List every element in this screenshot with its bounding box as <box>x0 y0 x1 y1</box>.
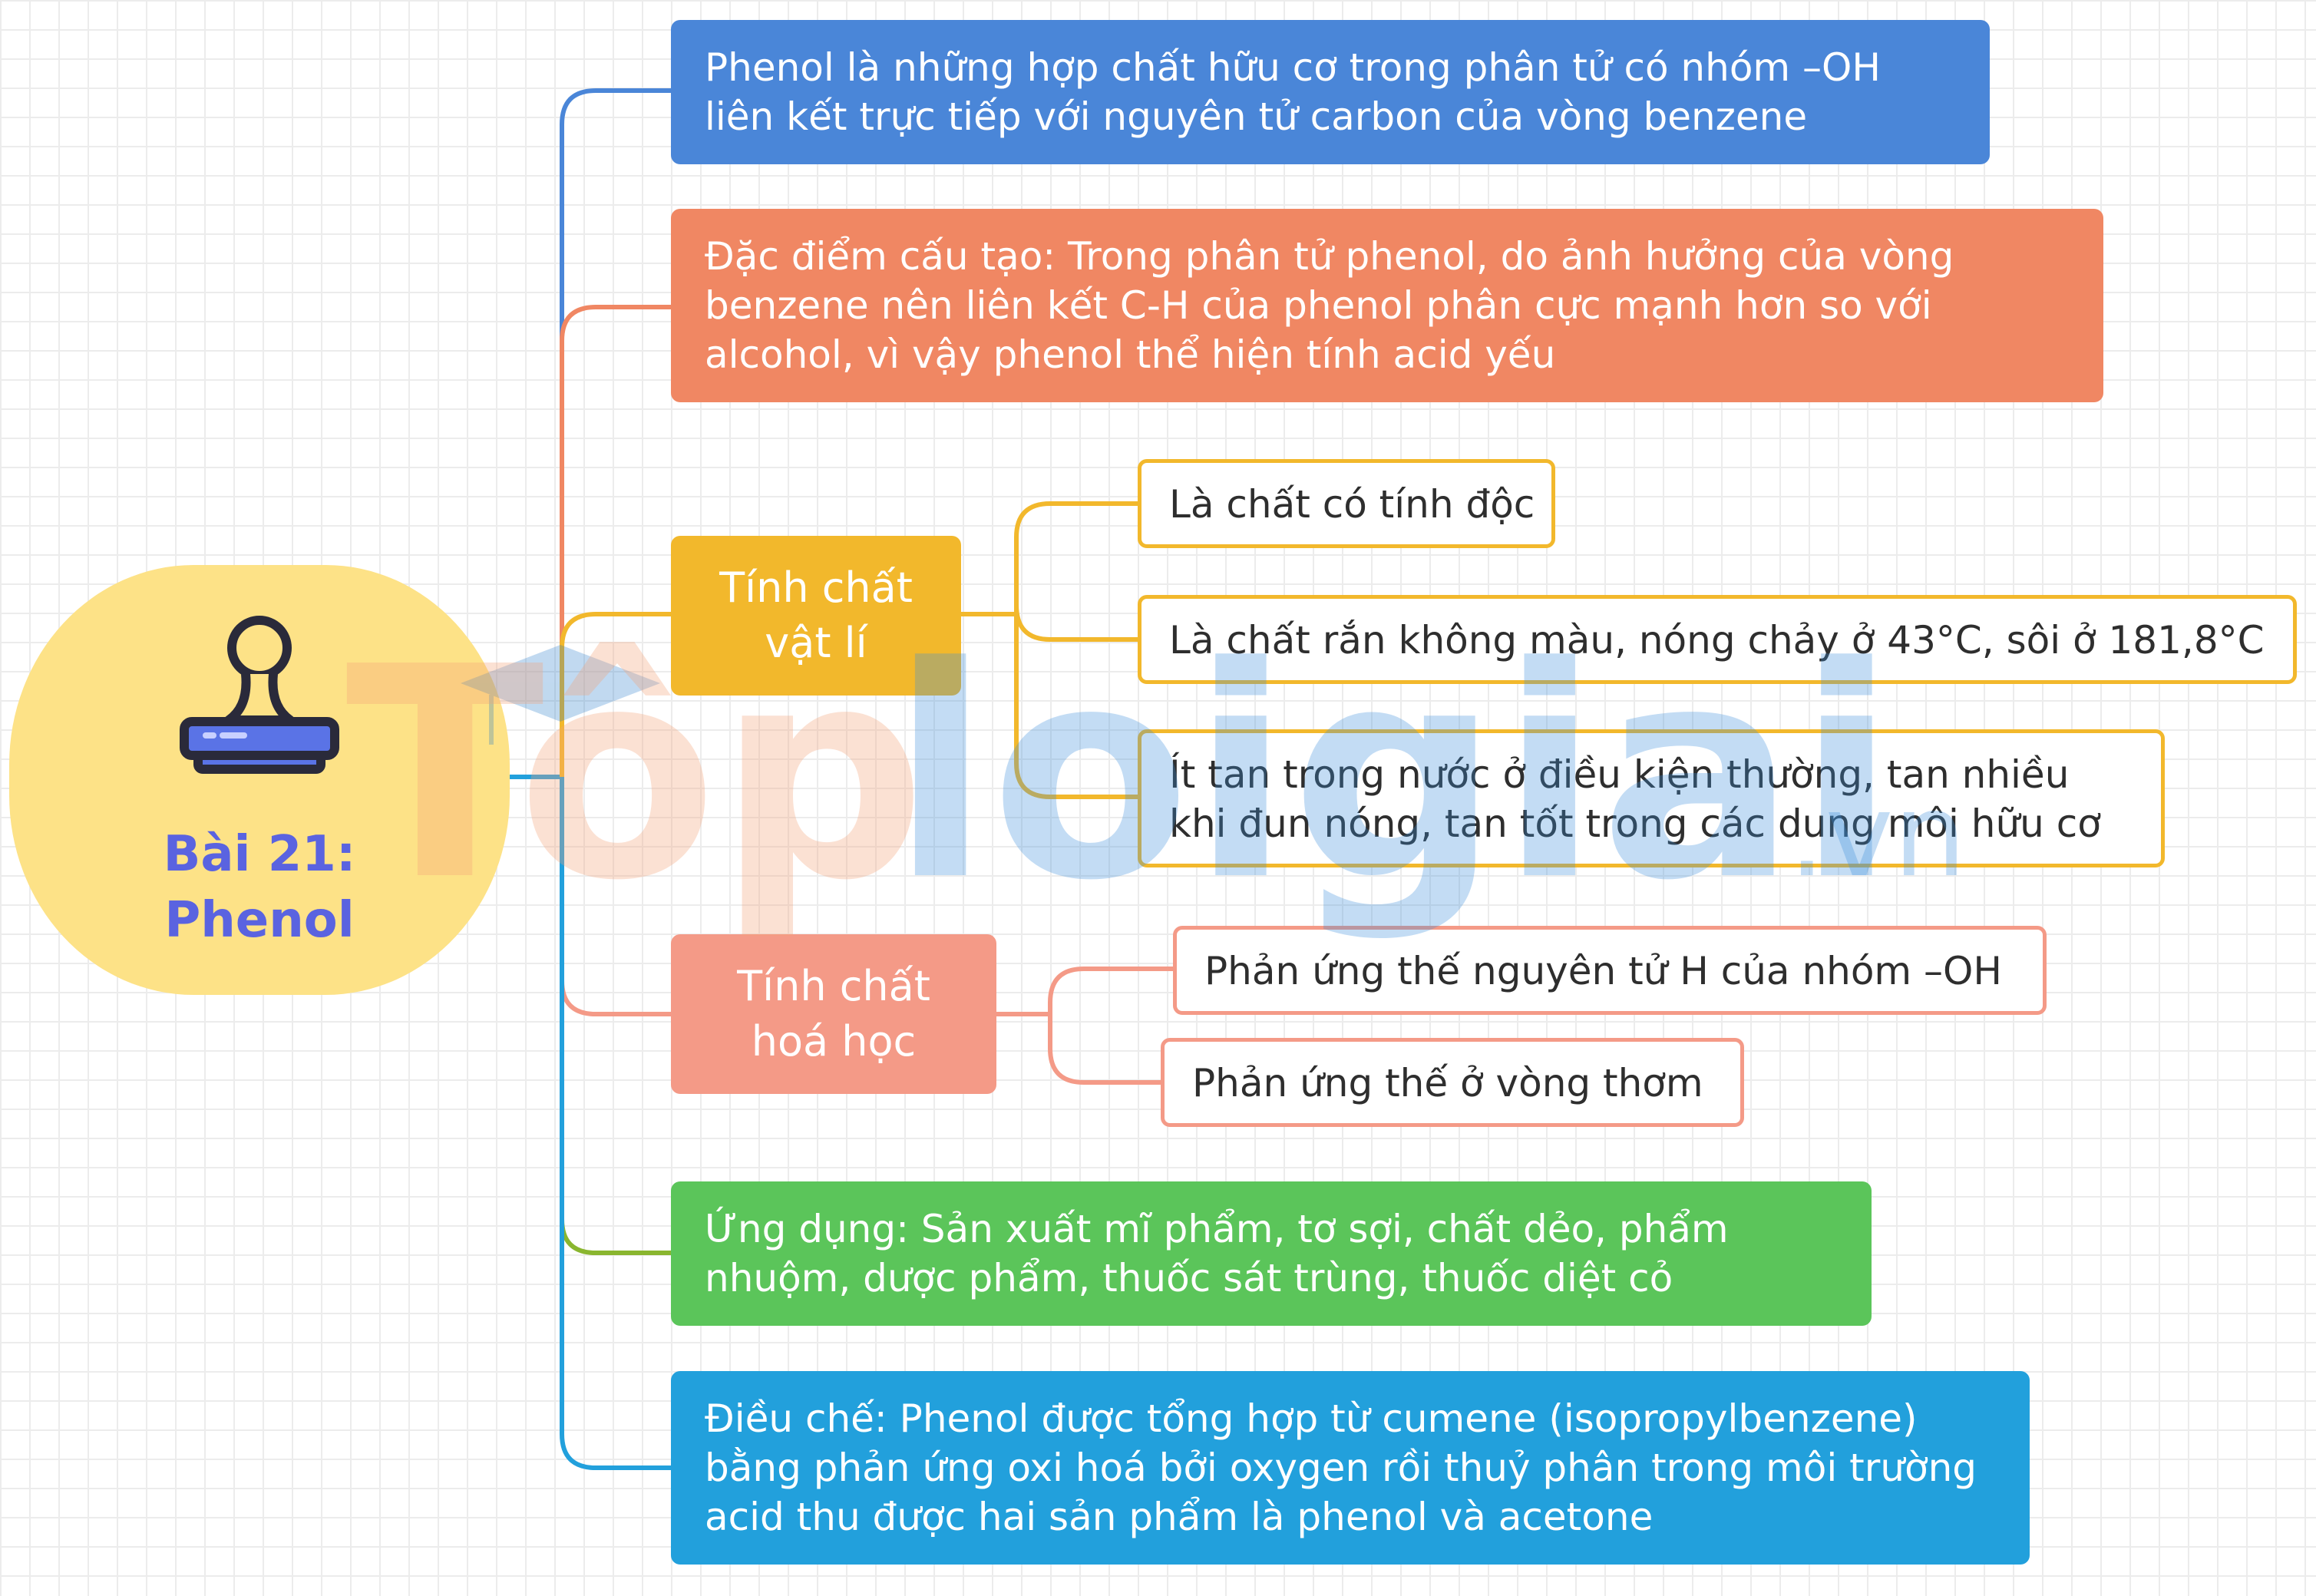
stamp-icon <box>180 616 339 774</box>
connector-physical-items <box>961 501 1138 799</box>
connector-definition <box>560 88 671 777</box>
connector-chemical-items <box>996 967 1173 1085</box>
chemical-properties-node[interactable]: Tính chất hoá học <box>671 934 996 1094</box>
chemical-item-ring-substitution[interactable]: Phản ứng thế ở vòng thơm <box>1161 1038 1744 1127</box>
connector-physical <box>560 612 671 777</box>
applications-node[interactable]: Ứng dụng: Sản xuất mĩ phẩm, tơ sợi, chất… <box>671 1181 1872 1326</box>
physical-item-toxic[interactable]: Là chất có tính độc <box>1138 459 1555 548</box>
connector-structure <box>560 305 671 777</box>
structure-node[interactable]: Đặc điểm cấu tạo: Trong phân tử phenol, … <box>671 209 2103 402</box>
root-title: Bài 21: Phenol <box>163 826 356 949</box>
chemical-item-oh-substitution[interactable]: Phản ứng thế nguyên tử H của nhóm –OH <box>1173 926 2047 1015</box>
physical-item-solubility[interactable]: Ít tan trong nước ở điều kiện thường, ta… <box>1138 729 2165 867</box>
physical-item-melting-boiling[interactable]: Là chất rắn không màu, nóng chảy ở 43°C,… <box>1138 595 2297 684</box>
definition-node[interactable]: Phenol là những hợp chất hữu cơ trong ph… <box>671 20 1990 164</box>
connector-chemical <box>560 777 671 1016</box>
preparation-node[interactable]: Điều chế: Phenol được tổng hợp từ cumene… <box>671 1371 2030 1565</box>
connector-preparation <box>560 777 671 1470</box>
physical-properties-node[interactable]: Tính chất vật lí <box>671 536 961 696</box>
